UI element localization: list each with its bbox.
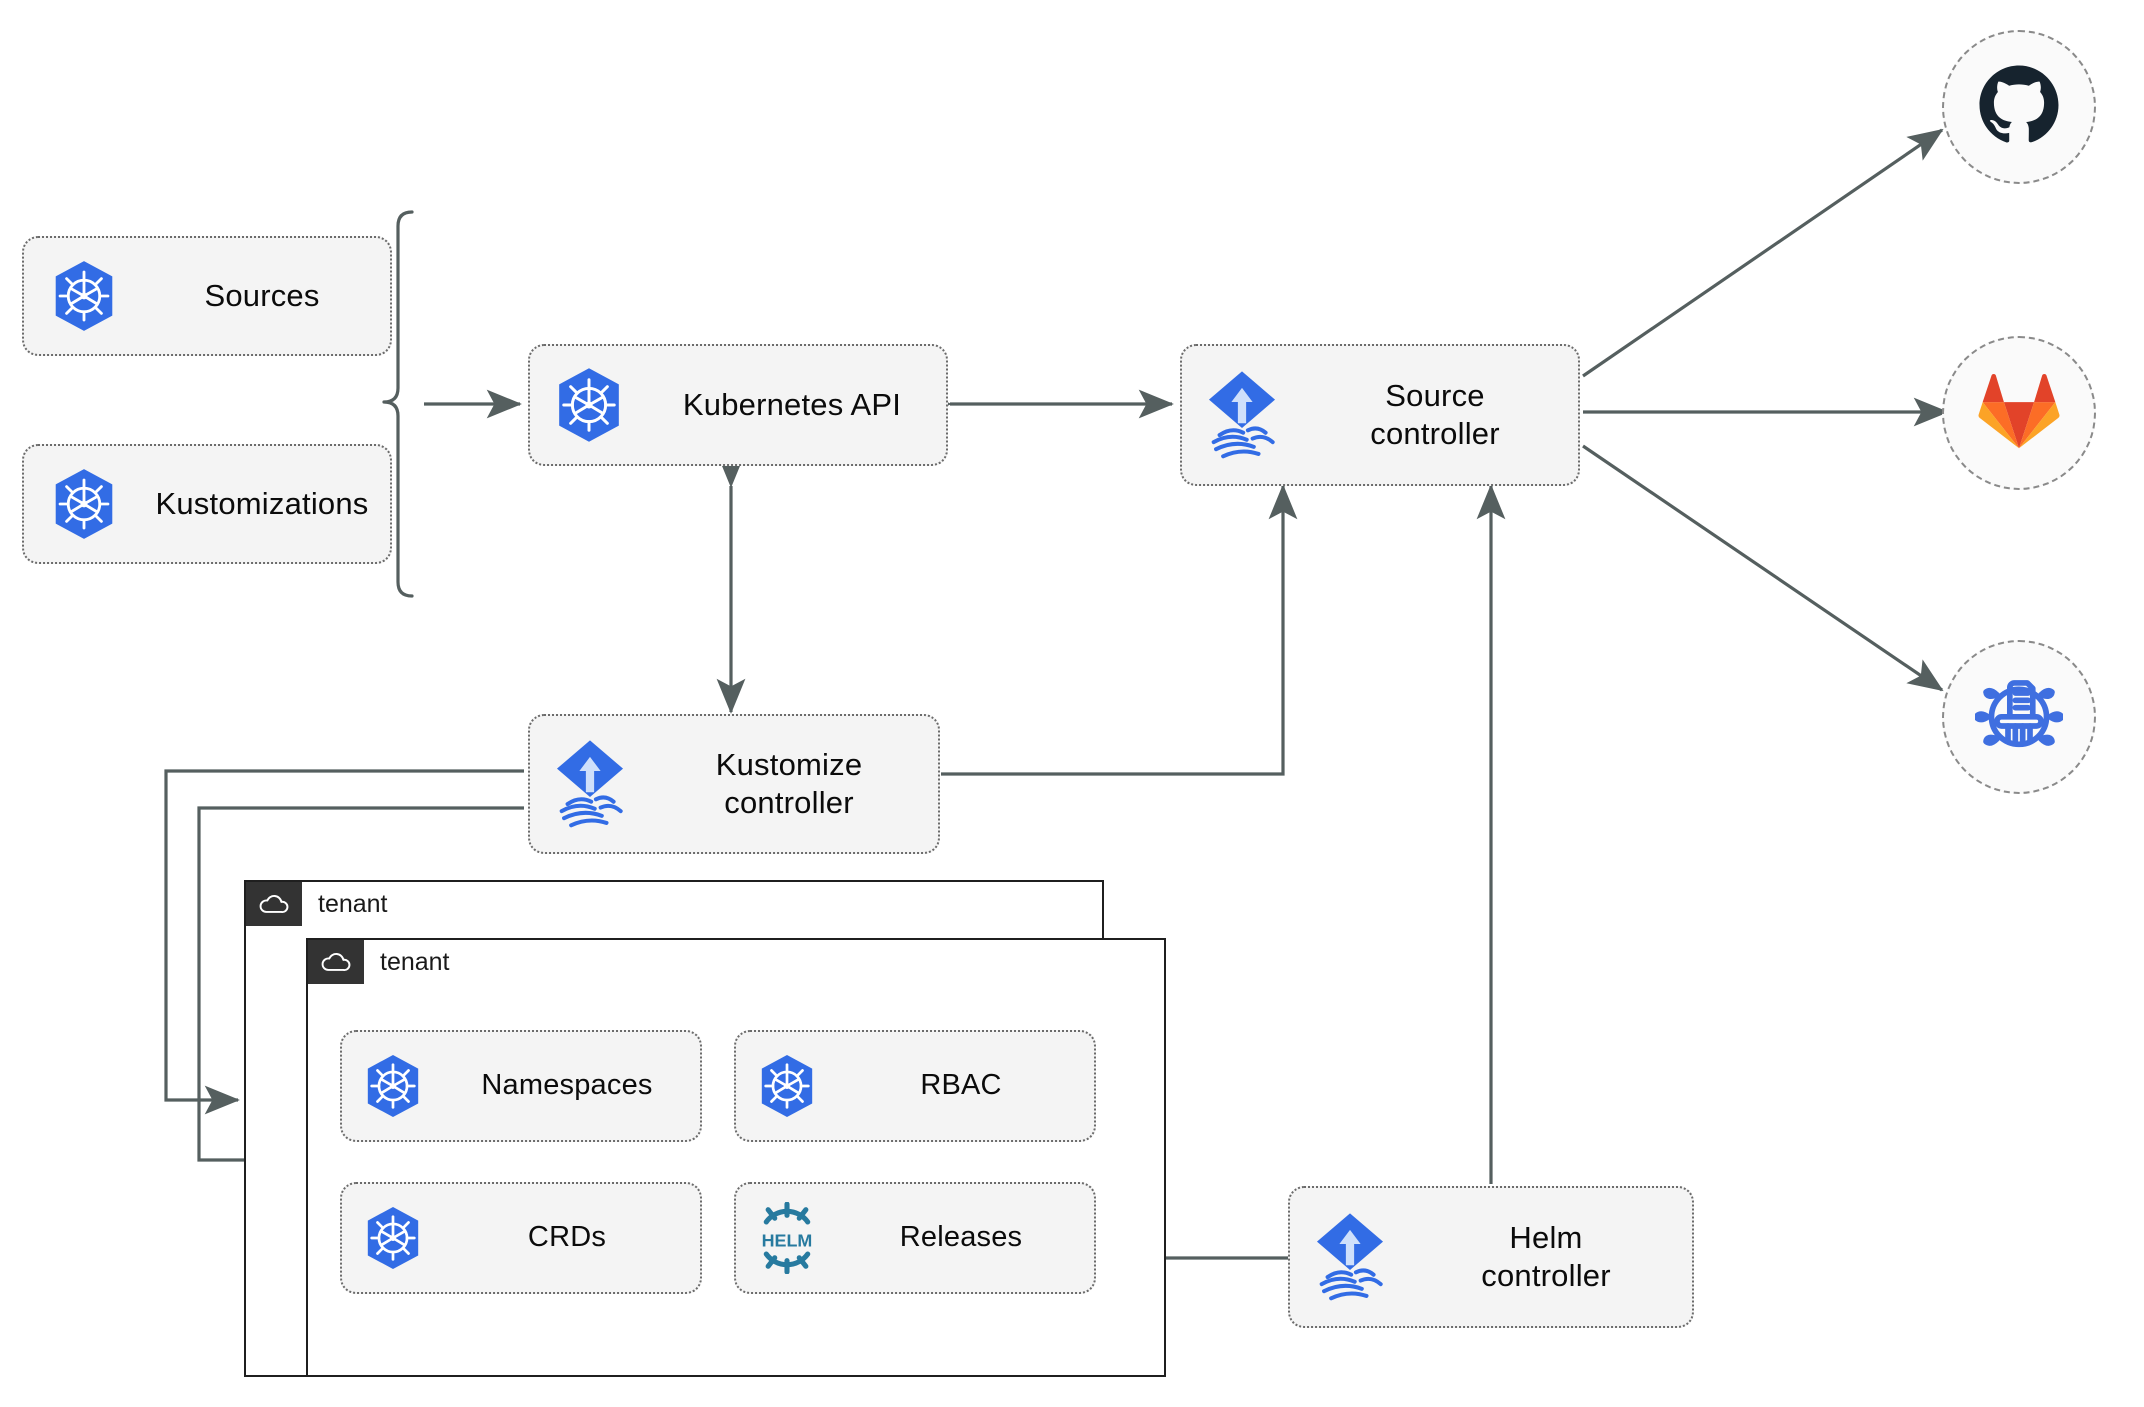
flux-icon: [1182, 369, 1302, 461]
node-label: Helm controller: [1481, 1220, 1611, 1293]
provider-bucket[interactable]: [1942, 640, 2096, 794]
provider-gitlab[interactable]: [1942, 336, 2096, 490]
kubernetes-icon: [24, 259, 144, 333]
node-namespaces[interactable]: Namespaces: [340, 1030, 702, 1142]
kubernetes-icon: [342, 1205, 444, 1271]
provider-github[interactable]: [1942, 30, 2096, 184]
kubernetes-icon: [530, 366, 648, 444]
tenant-label: tenant: [380, 947, 450, 976]
kubernetes-icon: [342, 1053, 444, 1119]
tenant-title-bar: tenant: [246, 882, 388, 926]
flux-icon: [1290, 1211, 1410, 1303]
node-crds[interactable]: CRDs: [340, 1182, 702, 1294]
edge-kustomize-to-source: [941, 484, 1298, 776]
node-label: Sources: [204, 278, 320, 314]
tenant-title-bar: tenant: [308, 940, 450, 984]
node-label: CRDs: [527, 1221, 607, 1254]
edge-kustomize-to-tenant-outer: [164, 769, 524, 1115]
gitlab-icon: [1978, 372, 2060, 455]
edge-source-to-github: [1582, 128, 1944, 378]
node-label: RBAC: [920, 1069, 1002, 1102]
node-label: Kubernetes API: [682, 387, 902, 423]
source-group-brace: [382, 210, 414, 598]
svg-text:HELM: HELM: [762, 1230, 813, 1250]
node-label: Kustomizations: [155, 486, 369, 522]
tenant-label: tenant: [318, 889, 388, 918]
node-sources[interactable]: Sources: [22, 236, 392, 356]
node-kustomizations[interactable]: Kustomizations: [22, 444, 392, 564]
cloud-icon: [308, 940, 364, 984]
node-kubernetes-api[interactable]: Kubernetes API: [528, 344, 948, 466]
node-label: Kustomize controller: [715, 747, 863, 820]
node-source-controller[interactable]: Source controller: [1180, 344, 1580, 486]
github-icon: [1976, 62, 2062, 153]
node-helm-controller[interactable]: Helm controller: [1288, 1186, 1694, 1328]
node-label: Releases: [899, 1221, 1023, 1254]
kubernetes-icon: [24, 467, 144, 541]
flux-icon: [530, 738, 650, 830]
node-rbac[interactable]: RBAC: [734, 1030, 1096, 1142]
cloud-icon: [246, 882, 302, 926]
node-releases[interactable]: HELM Releases: [734, 1182, 1096, 1294]
kubernetes-icon: [736, 1053, 838, 1119]
bucket-icon: [1973, 671, 2065, 764]
node-label: Source controller: [1370, 378, 1500, 451]
node-kustomize-controller[interactable]: Kustomize controller: [528, 714, 940, 854]
helm-icon: HELM: [736, 1202, 838, 1274]
edge-source-to-bucket: [1582, 444, 1944, 692]
node-label: Namespaces: [481, 1069, 653, 1102]
tenant-frame-inner: tenant: [306, 938, 1166, 1377]
